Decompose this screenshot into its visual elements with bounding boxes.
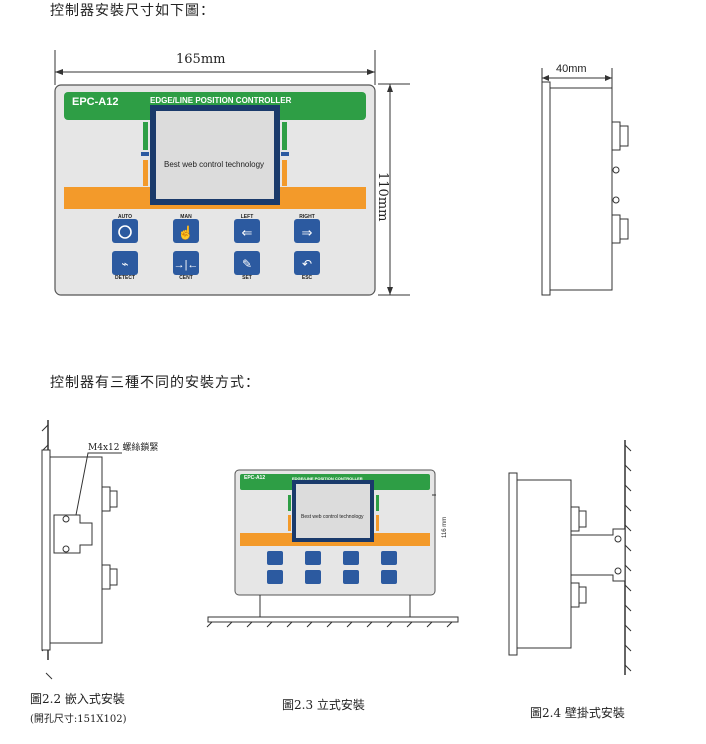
svg-text:⇒: ⇒ bbox=[302, 225, 313, 240]
key-label-auto: AUTO bbox=[117, 214, 133, 220]
caption-fig-2-2: 圖2.2 嵌入式安裝 bbox=[30, 692, 125, 706]
svg-text:☝: ☝ bbox=[178, 224, 194, 241]
controller-title-small: EDGE/LINE POSITION CONTROLLER bbox=[292, 476, 363, 481]
standing-install-diagram bbox=[206, 469, 459, 628]
caption-fig-2-3: 圖2.3 立式安裝 bbox=[282, 698, 365, 712]
caption-fig-2-4: 圖2.4 壁掛式安裝 bbox=[530, 706, 625, 720]
svg-text:⌁: ⌁ bbox=[121, 257, 128, 271]
svg-text:⇐: ⇐ bbox=[242, 225, 253, 240]
key-label-set: SET bbox=[242, 275, 252, 281]
model-label-small: EPC-A12 bbox=[244, 475, 266, 481]
svg-text:→|←: →|← bbox=[174, 259, 199, 271]
heading-install-methods: 控制器有三種不同的安裝方式： bbox=[50, 375, 260, 391]
key-row-top: ☝ ⇐ ⇒ bbox=[112, 219, 320, 243]
front-view-diagram: ☝ ⇐ ⇒ ⌁ →|← ✎ ↶ bbox=[54, 50, 410, 296]
dimension-width: 165mm bbox=[176, 52, 226, 67]
key-label-man: MAN bbox=[180, 214, 192, 220]
key-label-right: RIGHT bbox=[299, 214, 315, 220]
side-view-diagram bbox=[541, 68, 629, 296]
heading-install-dimensions: 控制器安裝尺寸如下圖： bbox=[50, 3, 215, 19]
screen-text-small: Best web control technology bbox=[301, 514, 364, 520]
key-row-bottom: ⌁ →|← ✎ ↶ bbox=[112, 251, 320, 275]
key-label-esc: ESC bbox=[301, 275, 313, 281]
svg-text:✎: ✎ bbox=[242, 257, 252, 271]
dimension-height-small: 116 mm bbox=[442, 516, 448, 538]
controller-title: EDGE/LINE POSITION CONTROLLER bbox=[150, 96, 292, 105]
key-label-left: LEFT bbox=[240, 214, 254, 220]
lcd-screen bbox=[156, 111, 274, 199]
model-label: EPC-A12 bbox=[72, 96, 119, 108]
screen-text: Best web control technology bbox=[164, 160, 265, 169]
embedded-install-diagram bbox=[41, 420, 122, 680]
caption-fig-2-2-sub: (開孔尺寸:151X102) bbox=[30, 714, 127, 725]
key-label-cent: CENT bbox=[179, 275, 193, 281]
key-label-detect: DETECT bbox=[115, 275, 135, 281]
dimension-depth: 40mm bbox=[556, 63, 587, 75]
wall-mount-diagram bbox=[508, 440, 632, 675]
dimension-height: 110mm bbox=[375, 172, 390, 222]
svg-text:↶: ↶ bbox=[302, 257, 312, 271]
screw-annotation: M4x12 螺絲鎖緊 bbox=[88, 443, 159, 453]
